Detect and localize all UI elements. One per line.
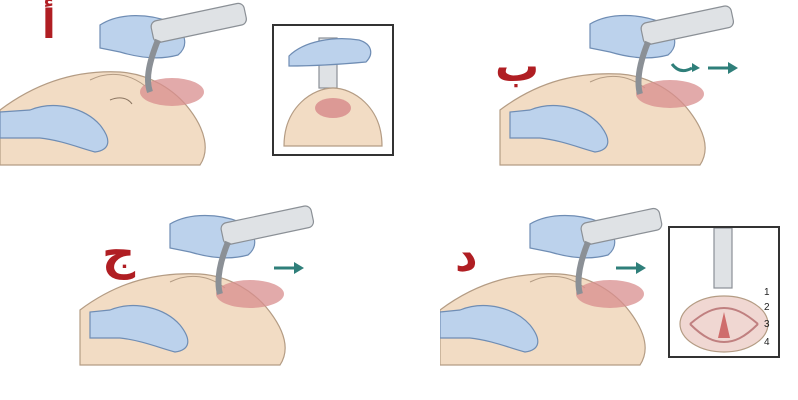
inset-label-3: 3 [764,320,770,330]
laryngoscope-top-view-icon [274,26,392,154]
panel-b-arrows [672,62,738,74]
panel-c-arrows [274,262,304,274]
inset-vocal-cords: 1 2 3 4 [668,226,780,358]
panel-b: ب [480,0,780,170]
inset-label-4: 4 [764,338,770,348]
panel-c: ج [60,200,360,370]
panel-d-letter: د [455,235,478,279]
panel-d-arrows [616,262,646,274]
panel-b-letter: ب [495,45,539,89]
vocal-cords-icon [670,228,778,356]
inset-label-2: 2 [764,303,770,313]
panel-c-letter: ج [102,230,135,276]
panel-d: د [440,200,700,370]
panel-a-letter: أ [42,5,56,45]
inset-top-view [272,24,394,156]
panel-d-illustration [440,200,700,370]
inset-label-1: 1 [764,288,770,298]
panel-a-illustration [0,0,260,170]
panel-a: أ [0,0,260,170]
